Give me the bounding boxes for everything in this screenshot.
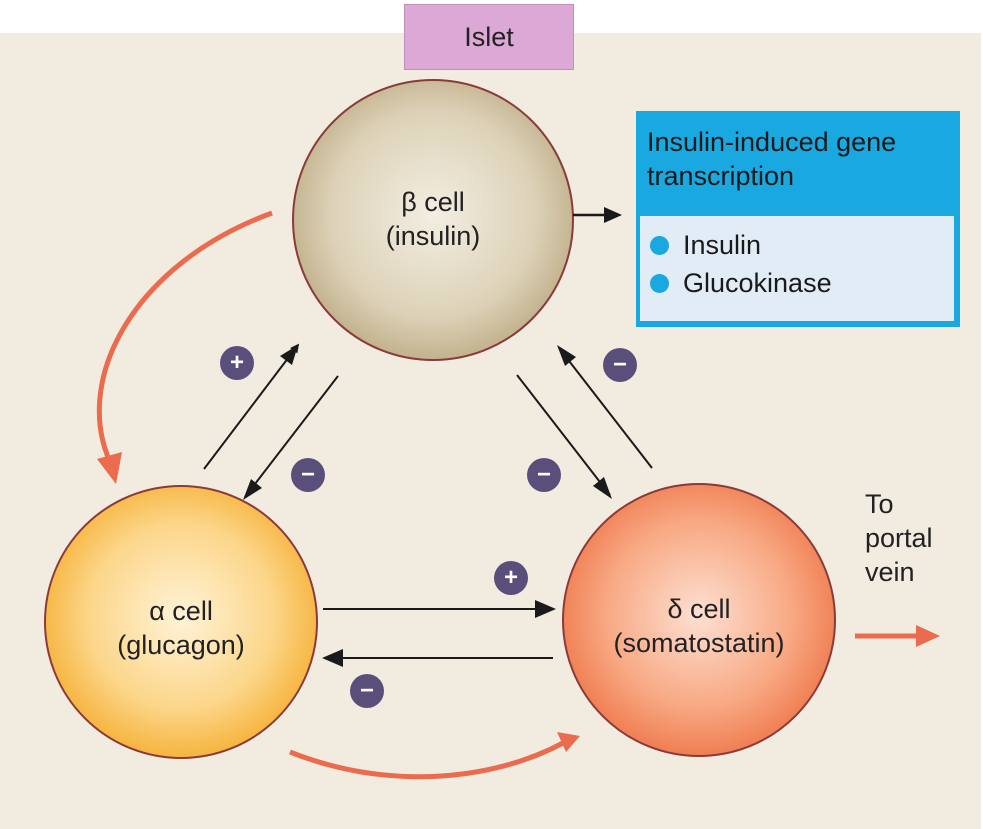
portal-label-line2: portal	[865, 523, 933, 553]
islet-title: Islet	[464, 21, 514, 52]
minus-sign-beta-to-delta: −	[527, 458, 561, 492]
arrowhead-beta-to-transcription	[604, 207, 622, 223]
arrowhead-beta-to-alpha	[243, 479, 262, 500]
alpha-cell-hormone: (glucagon)	[117, 630, 245, 660]
minus-sign-beta-to-alpha: −	[291, 458, 325, 492]
plus-sign-alpha-to-beta: +	[220, 346, 254, 380]
portal-label-line3: vein	[865, 557, 915, 587]
beta-cell-label: β cell (insulin)	[333, 185, 533, 253]
portal-vein-label: To portal vein	[865, 487, 933, 589]
arrowhead-alpha-to-beta	[280, 345, 298, 365]
list-item-label: Insulin	[683, 229, 762, 260]
bullet-icon	[650, 273, 669, 293]
delta-cell-hormone: (somatostatin)	[613, 628, 785, 658]
delta-cell-name: δ cell	[667, 594, 731, 624]
gene-transcription-box: Insulin-induced gene transcription Insul…	[636, 111, 960, 327]
minus-sign-delta-to-alpha: −	[350, 674, 384, 708]
arrow-beta-to-delta	[516, 374, 611, 496]
beta-cell-hormone: (insulin)	[385, 221, 481, 251]
alpha-cell-name: α cell	[149, 596, 213, 626]
beta-cell-name: β cell	[401, 187, 465, 217]
arrow-alpha-to-beta	[203, 343, 300, 470]
plus-sign-alpha-to-delta: +	[494, 561, 528, 595]
curved-arrowhead-beta-to-alpha	[97, 452, 122, 484]
curved-arrow-alpha-to-delta	[289, 740, 565, 780]
delta-cell	[562, 483, 836, 757]
arrowhead-beta-to-delta	[593, 477, 612, 499]
curved-arrow-beta-to-alpha	[96, 210, 273, 470]
arrowhead-delta-to-beta	[557, 345, 576, 366]
arrowhead-delta-to-alpha	[322, 649, 343, 667]
list-item-label: Glucokinase	[683, 267, 832, 298]
alpha-cell	[44, 485, 318, 759]
islet-title-box: Islet	[404, 4, 574, 70]
gene-transcription-list: Insulin Glucokinase	[640, 216, 954, 321]
arrow-delta-to-beta	[558, 347, 653, 469]
beta-cell	[292, 79, 574, 361]
delta-cell-label: δ cell (somatostatin)	[589, 592, 809, 660]
minus-sign-delta-to-beta: −	[603, 348, 637, 382]
list-item: Glucokinase	[640, 264, 954, 302]
list-item: Insulin	[640, 226, 954, 264]
portal-vein-arrowhead	[916, 625, 940, 647]
portal-label-line1: To	[865, 489, 894, 519]
arrowhead-alpha-to-delta	[535, 600, 556, 618]
arrow-beta-to-alpha	[244, 375, 339, 498]
bullet-icon	[650, 235, 669, 255]
alpha-cell-label: α cell (glucagon)	[81, 594, 281, 662]
curved-arrowhead-alpha-to-delta	[557, 732, 580, 752]
gene-transcription-title: Insulin-induced gene transcription	[647, 127, 897, 191]
